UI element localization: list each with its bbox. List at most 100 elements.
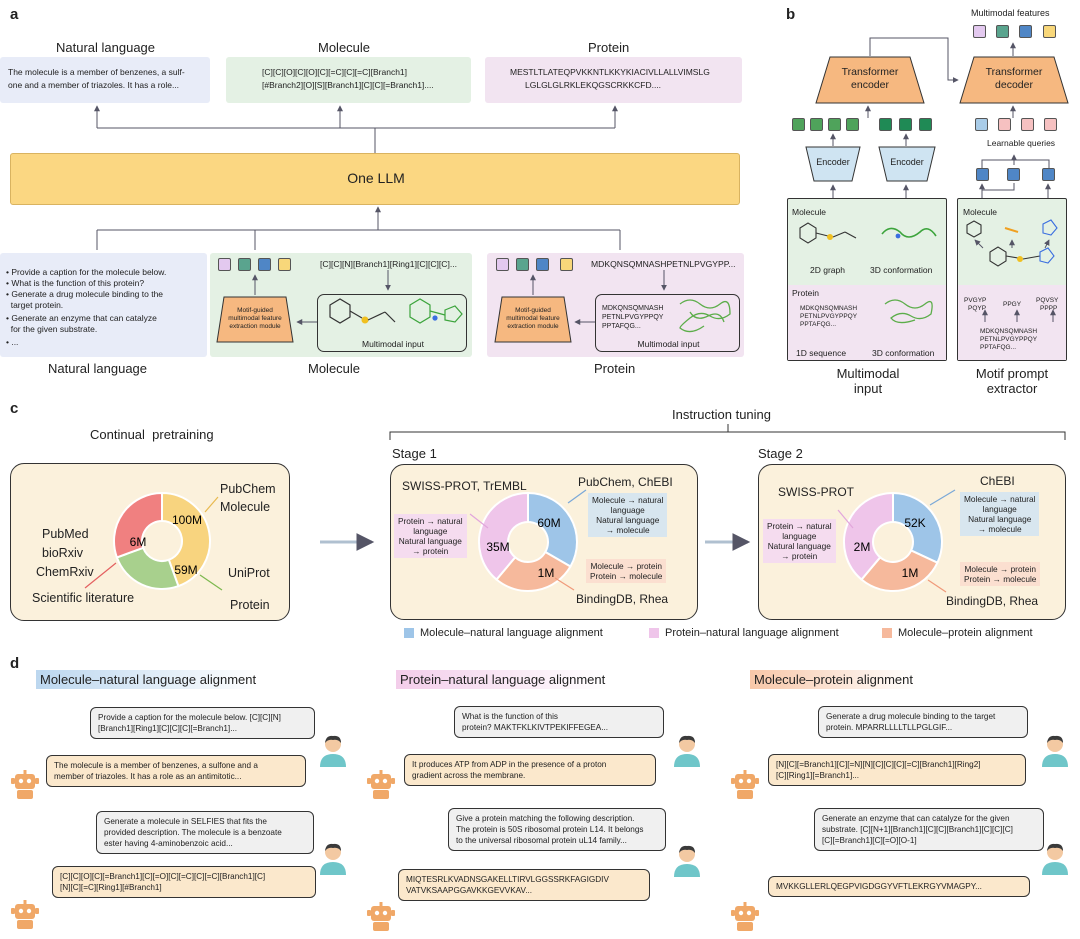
feature-token	[258, 258, 271, 271]
pie-value-60m: 60M	[537, 516, 560, 530]
legend-swatch-pink	[649, 628, 659, 638]
module-label: Motif-guided	[237, 307, 273, 314]
msg-line: to the universal ribosomal protein uL14 …	[456, 836, 627, 845]
trapezoid-shape	[805, 146, 861, 182]
leader-line	[204, 496, 219, 513]
user-avatar-icon	[320, 735, 346, 767]
b-caption-left-1: Multimodal	[836, 366, 900, 381]
tag-line: → molecule	[605, 525, 650, 535]
feature-token	[976, 168, 989, 181]
msg-line: protein? MAKTFKLKIVTPEKIFFEGEA...	[462, 723, 609, 732]
transformer-decoder: Transformer decoder	[959, 56, 1069, 104]
b-motif-protein-region	[958, 285, 1066, 360]
module-label: extraction module	[507, 323, 559, 330]
msg-line: Generate a molecule in SELFIES that fits…	[104, 817, 267, 826]
molecule-sketch-b	[799, 219, 1058, 267]
multimodal-input-label: Multimodal input	[637, 339, 700, 349]
pie-value-35m: 35M	[486, 540, 509, 554]
msg-line: Provide a caption for the molecule below…	[98, 713, 281, 722]
feature-token	[1042, 168, 1055, 181]
d-header-mol-prot: Molecule–protein alignment	[750, 670, 917, 689]
encoder-left: Encoder	[805, 146, 861, 182]
s2-tag-molecule: Molecule → natural language Natural lang…	[960, 492, 1040, 536]
encoder-label: Encoder	[816, 157, 850, 167]
msg-line: [N][C][=Branch1][C][=N][N][C][C][C][=C][…	[776, 760, 981, 769]
tag-line: language	[782, 531, 817, 541]
decoder-title: Transformer	[985, 66, 1043, 78]
d2-bot-msg-1: It produces ATP from ADP in the presence…	[404, 754, 656, 786]
instruction-bracket	[389, 424, 1066, 440]
b-3d-conf-label: 3D conformation	[870, 265, 933, 275]
d3-user-msg-1: Generate a drug molecule binding to the …	[818, 706, 1028, 738]
module-label: extraction module	[229, 323, 281, 330]
tag-line: Protein → natural	[767, 521, 832, 531]
protein-ribbon-b	[884, 299, 933, 324]
prot-multimodal-input: MDKQNSQMNASH PETNLPVGYPPQY PPTAFQG... Mu…	[595, 294, 740, 352]
b-molecule-label: Molecule	[792, 207, 827, 217]
panel-c-letter: c	[10, 400, 19, 417]
feature-token	[1007, 168, 1020, 181]
tag-line: → molecule	[977, 524, 1022, 534]
user-avatar-icon	[1042, 735, 1068, 767]
s2-chebi-label: ChEBI	[980, 474, 1015, 488]
nl-output-line: one and a member of triazoles. It has a …	[8, 80, 180, 90]
d3-user-msg-2: Generate an enzyme that can catalyze for…	[814, 808, 1044, 851]
panel-a-arrows	[94, 105, 667, 325]
pie-value-1m: 1M	[538, 566, 555, 580]
tag-line: Natural language	[968, 514, 1032, 524]
msg-line: [C][Ring1][=Branch1]...	[776, 771, 860, 780]
d1-user-msg-2: Generate a molecule in SELFIES that fits…	[96, 811, 314, 854]
b-2d-graph-label: 2D graph	[810, 265, 845, 275]
feature-token	[278, 258, 291, 271]
nl-output-box: The molecule is a member of benzenes, a …	[0, 57, 210, 103]
tag-line: Protein → molecule	[590, 571, 663, 581]
one-llm-box: One LLM	[10, 153, 740, 205]
motif-module-prot: Motif-guided multimodal feature extracti…	[494, 296, 572, 343]
feature-token	[828, 118, 841, 131]
stage1-label: Stage 1	[392, 446, 437, 461]
learnable-queries-label: Learnable queries	[987, 138, 1056, 148]
msg-line: MVKKGLLERLQEGPVIGDGGYVFTLEKRGYVMAGPY...	[776, 882, 982, 891]
prot-inner-seq: PPTAFQG...	[602, 323, 641, 330]
molecule-label: Molecule	[220, 500, 271, 514]
s2-tag-mol-prot: Molecule → protein Protein → molecule	[960, 562, 1041, 586]
instruction-tuning-label: Instruction tuning	[672, 407, 772, 422]
user-avatar-icon	[320, 843, 346, 875]
pretraining-box	[10, 463, 290, 621]
tag-line: Natural language	[596, 515, 660, 525]
leader-line	[554, 577, 575, 591]
b-caption-left-2: input	[853, 381, 883, 396]
tag-line: Molecule → natural	[964, 494, 1036, 504]
pie-slice-s2-blue	[892, 491, 943, 565]
prot-output-line: MESTLTLATEQPVKKNTLKKYKIACIVLLALLVIMSLG	[510, 67, 710, 77]
feature-token	[996, 25, 1009, 38]
instruction-item: • ...	[6, 337, 19, 347]
pie-slice-s1-pink	[478, 491, 529, 581]
d2-user-msg-2: Give a protein matching the following de…	[448, 808, 666, 851]
pie-value-6m: 6M	[130, 535, 147, 549]
motif-arrows	[974, 239, 1056, 322]
trapezoid-shape	[494, 296, 572, 343]
s1-pubchem-label: PubChem, ChEBI	[578, 475, 673, 489]
tag-line: Molecule → natural	[592, 495, 664, 505]
module-label: multimodal feature	[506, 315, 560, 322]
trapezoid-shape	[815, 56, 925, 104]
bottom-label-molecule: Molecule	[308, 361, 361, 376]
tag-line: → protein	[781, 551, 818, 561]
tag-line: Protein → natural	[398, 516, 463, 526]
prot-output-box: MESTLTLATEQPVKKNTLKKYKIACIVLLALLVIMSLG L…	[485, 57, 742, 103]
prot-output-line: LGLGLGLRKLEKQGSCRKKCFD....	[525, 80, 662, 90]
tag-line: Molecule → protein	[964, 564, 1036, 574]
msg-line: gradient across the membrane.	[412, 771, 526, 780]
encoder-title: Transformer	[841, 66, 899, 78]
panel-a-letter: a	[10, 6, 19, 23]
feature-token	[1044, 118, 1057, 131]
mol-output-line: [#Branch2][O][S][Branch1][C][C][=Branch1…	[262, 80, 434, 90]
leader-line	[927, 579, 947, 593]
pie-slice-s1-blue	[527, 491, 578, 568]
feature-token	[879, 118, 892, 131]
pubmed-label: PubMed	[42, 527, 89, 541]
